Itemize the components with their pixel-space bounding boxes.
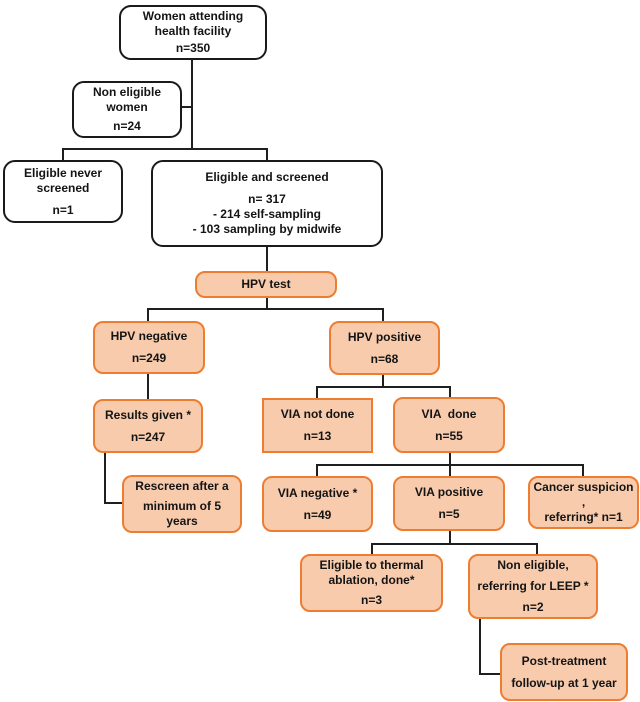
node-text-line: n=49: [303, 507, 332, 522]
node-text-line: women: [106, 100, 148, 114]
connector-hpvpositive-to-branch: [382, 374, 384, 388]
node-text-line: Eligible to thermal: [319, 558, 424, 572]
connector-branch-under-viapositive: [371, 543, 538, 545]
node-text-line: minimum of 5: [142, 499, 221, 513]
node-text-line: referring for LEEP *: [477, 579, 589, 593]
node-text-line: - 103 sampling by midwife: [192, 222, 342, 236]
node-text-line: n=13: [303, 429, 332, 443]
connector-branch-under-hpvtest: [147, 308, 384, 310]
node-text-line: health facility: [154, 24, 232, 38]
node-text-line: screened: [36, 180, 90, 195]
node-text-line: - 214 self-sampling: [212, 207, 322, 221]
node-text-line: Eligible and screened: [205, 170, 329, 184]
connector-branch-to-hpvnegative: [147, 308, 149, 322]
node-text-line: n= 317: [248, 192, 286, 206]
node-text-line: VIA done: [421, 406, 477, 421]
connector-results-elbow-horizontal: [104, 502, 123, 504]
node-text-line: n=3: [360, 593, 382, 607]
connector-viadone-to-branch: [449, 452, 451, 466]
node-text-line: Women attending: [142, 9, 244, 23]
node-hpv-positive: HPV positive n=68: [329, 321, 440, 375]
connector-hpvtest-to-branch: [266, 296, 268, 310]
connector-branch-to-vianegative: [316, 464, 318, 477]
node-text-line: Results given *: [104, 407, 192, 422]
connector-noneligible-to-spine: [180, 106, 193, 108]
node-text-line: n=1: [52, 202, 74, 217]
node-text-line: VIA not done: [280, 407, 355, 421]
connector-branch-to-hpvpositive: [382, 308, 384, 322]
node-hpv-negative: HPV negative n=249: [93, 321, 205, 374]
connector-leep-elbow-vertical: [479, 618, 481, 675]
connector-branch-to-vianotdone: [316, 386, 318, 399]
connector-branch-under-viadone: [316, 464, 584, 466]
node-text-line: VIA positive: [414, 485, 484, 499]
node-text-line: Rescreen after a: [135, 479, 229, 493]
node-via-done: VIA done n=55: [393, 397, 505, 453]
node-eligible-and-screened: Eligible and screened n= 317- 214 self-sa…: [151, 160, 383, 247]
connector-results-elbow-vertical: [104, 452, 106, 504]
node-via-negative: VIA negative * n=49: [262, 476, 373, 532]
node-text-line: n=5: [438, 507, 460, 521]
node-text-line: referring* n=1: [544, 510, 623, 524]
node-hpv-test: HPV test: [195, 271, 337, 298]
node-text-line: VIA negative *: [277, 485, 358, 500]
node-text-line: n=2: [522, 600, 544, 614]
node-text-line: Eligible never: [23, 165, 103, 180]
connector-screened-to-hpvtest: [266, 246, 268, 272]
node-text-line: HPV positive: [347, 329, 422, 344]
node-via-positive: VIA positive n=5: [393, 476, 505, 531]
node-text-line: n=68: [370, 351, 399, 366]
connector-leep-elbow-horizontal: [479, 673, 501, 675]
node-text-line: n=55: [435, 428, 463, 443]
node-text-line: n=247: [130, 429, 166, 444]
connector-branch-to-viapositive: [449, 464, 451, 477]
connector-branch-to-thermal: [371, 543, 373, 555]
node-text-line: Post-treatment: [521, 653, 607, 668]
connector-drop-eligible-never: [62, 149, 64, 161]
node-via-not-done: VIA not done n=13: [262, 398, 373, 453]
node-text-line: Cancer suspicion ,: [533, 480, 637, 509]
node-text-line: HPV negative: [110, 329, 188, 343]
node-text-line: HPV test: [241, 277, 291, 291]
node-text-line: follow-up at 1 year: [511, 675, 617, 690]
node-text-line: ablation, done*: [328, 573, 415, 587]
connector-branch-row1: [62, 148, 268, 150]
node-non-eligible-referring-leep: Non eligible, referring for LEEP * n=2: [468, 554, 598, 619]
connector-branch-under-hpvpositive: [316, 386, 451, 388]
node-text-line: years: [166, 514, 198, 528]
node-post-treatment-followup: Post-treatment follow-up at 1 year: [500, 643, 628, 701]
connector-drop-eligible-screened: [266, 149, 268, 161]
node-text-line: Non eligible,: [497, 558, 569, 572]
node-text-line: Non eligible: [92, 85, 161, 99]
node-text-line: n=350: [175, 41, 211, 55]
node-text-line: n=249: [131, 351, 167, 365]
connector-viapositive-to-branch: [449, 529, 451, 545]
connector-branch-to-cancersuspicion: [582, 464, 584, 477]
connector-branch-to-leep: [536, 543, 538, 555]
connector-branch-to-viadone: [449, 386, 451, 398]
connector-hpvnegative-to-results: [147, 373, 149, 400]
connector-spine: [191, 58, 193, 150]
node-results-given: Results given * n=247: [93, 399, 203, 453]
node-cancer-suspicion-referring: Cancer suspicion ,referring* n=1: [528, 476, 639, 529]
node-text-line: n=24: [113, 119, 141, 133]
